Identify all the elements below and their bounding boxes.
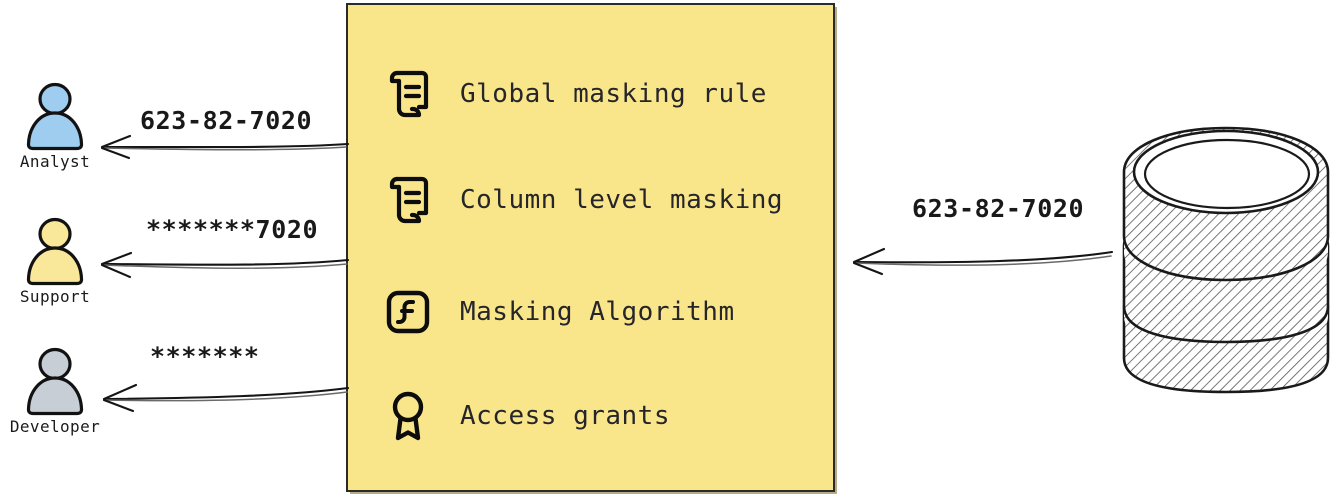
policy-label: Global masking rule [460, 79, 767, 109]
policy-row-column-level-masking[interactable]: Column level masking [382, 169, 783, 231]
person-icon [26, 82, 84, 151]
arrow-panel-to-analyst [100, 134, 350, 160]
flow-label-developer: ******* [150, 342, 260, 371]
flow-label-database: 623-82-7020 [912, 194, 1085, 223]
scroll-document-icon [382, 172, 434, 228]
persona-label: Analyst [19, 152, 91, 171]
scroll-document-icon [382, 66, 434, 122]
policy-label: Column level masking [460, 185, 784, 215]
policy-row-masking-algorithm[interactable]: Masking Algorithm [382, 281, 735, 343]
persona-label: Developer [9, 417, 101, 436]
arrow-panel-to-support [100, 251, 350, 279]
person-icon [26, 217, 84, 286]
policy-row-access-grants[interactable]: Access grants [382, 385, 670, 447]
persona-analyst[interactable]: Analyst [2, 78, 108, 171]
flow-label-analyst: 623-82-7020 [140, 106, 313, 135]
arrow-database-to-panel [852, 247, 1114, 276]
function-square-icon [382, 284, 434, 340]
policy-label: Access grants [460, 401, 670, 431]
persona-support[interactable]: Support [2, 213, 108, 306]
persona-label: Support [19, 287, 91, 306]
policy-row-global-masking-rule[interactable]: Global masking rule [382, 63, 767, 125]
flow-label-support: *******7020 [146, 215, 319, 244]
arrow-panel-to-developer [102, 383, 350, 413]
policy-label: Masking Algorithm [460, 297, 735, 327]
award-ribbon-icon [382, 388, 434, 444]
persona-developer[interactable]: Developer [2, 343, 108, 436]
masking-policy-panel: Global masking rule Column level masking [346, 3, 835, 492]
database-cylinder-icon [1122, 126, 1330, 394]
person-icon [26, 347, 84, 416]
